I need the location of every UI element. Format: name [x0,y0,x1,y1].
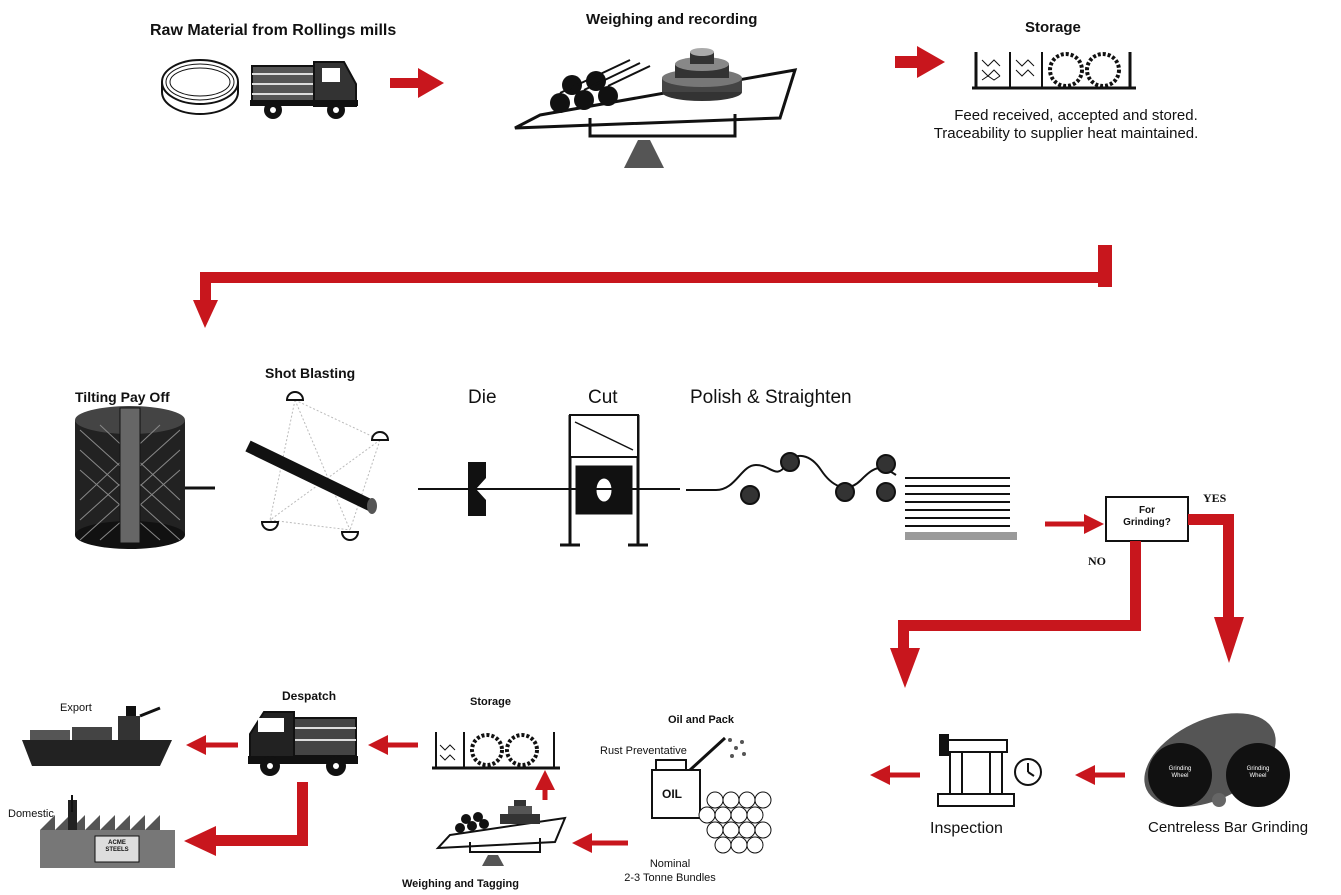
storage-note-line-2: Traceability to supplier heat maintained… [933,125,1199,142]
return-flow-arrow [193,245,1112,328]
grinding-wheel-b-label: Grinding Wheel [1238,766,1278,779]
weighing-tagging-icon [435,800,567,866]
tilting-payoff-icon [75,406,215,549]
storage-rack-icon [972,52,1136,90]
centreless-grinding-icon [1144,713,1290,807]
despatch-truck-icon [248,711,358,776]
weighing-recording-label: Weighing and recording [586,11,758,28]
for-grinding-label-1: For [1138,505,1156,516]
nominal-label-2: 2-3 Tonne Bundles [624,872,716,884]
domestic-path-arrow [184,782,308,856]
flow-arrow [895,46,945,78]
weighing-tagging-label: Weighing and Tagging [402,878,519,890]
shot-blasting-label: Shot Blasting [265,365,356,381]
acme-sign: ACME STEELS [95,840,139,853]
storage-bottom-label: Storage [470,696,511,708]
grinding-wheel-a-line-1: Grinding [1168,766,1192,772]
flow-arrow [390,68,444,98]
polish-straighten-label: Polish & Straighten [690,387,852,408]
oil-and-pack-icon [651,736,772,854]
storage-rack-icon [432,732,560,770]
ship-icon [22,706,172,766]
cut-label: Cut [588,387,618,408]
acme-sign-line-1: ACME [108,840,126,846]
cut-icon [555,414,680,547]
die-icon [418,462,555,516]
for-grinding-label-2: Grinding? [1123,517,1171,528]
domestic-label: Domestic [8,808,54,820]
shot-blasting-icon [245,391,390,541]
polish-straighten-icon [686,452,1017,540]
grinding-wheel-a-line-2: Wheel [1171,772,1189,779]
nominal-label-1: Nominal [649,858,691,870]
die-label: Die [468,387,497,408]
storage-top-label: Storage [1025,19,1081,36]
grinding-wheel-b-line-2: Wheel [1249,772,1267,779]
oil-and-pack-label: Oil and Pack [668,714,735,726]
oil-can-label: OIL [662,787,682,801]
despatch-label: Despatch [282,689,337,703]
no-label: NO [1088,554,1106,568]
factory-icon [40,795,175,868]
yes-label: YES [1203,491,1227,505]
weighing-scale-icon [514,48,798,168]
grinding-decision-box [1105,496,1189,542]
inspection-label: Inspection [930,820,1003,837]
grinding-wheel-a-label: Grinding Wheel [1160,766,1200,779]
no-path-arrow [890,541,1141,688]
rust-preventative-label: Rust Preventative [600,745,687,757]
raw-material-label: Raw Material from Rollings mills [150,22,397,39]
truck-icon [250,61,358,119]
storage-note-line-1: Feed received, accepted and stored. [954,107,1198,124]
wire-coil-icon [161,59,239,115]
tilting-payoff-label: Tilting Pay Off [75,389,170,405]
inspection-icon [937,734,1042,807]
export-label: Export [60,702,92,714]
yes-path-arrow [1188,514,1244,663]
acme-sign-line-2: STEELS [105,846,129,853]
grinding-wheel-b-line-1: Grinding [1246,766,1270,772]
centreless-grinding-label: Centreless Bar Grinding [1148,819,1309,836]
